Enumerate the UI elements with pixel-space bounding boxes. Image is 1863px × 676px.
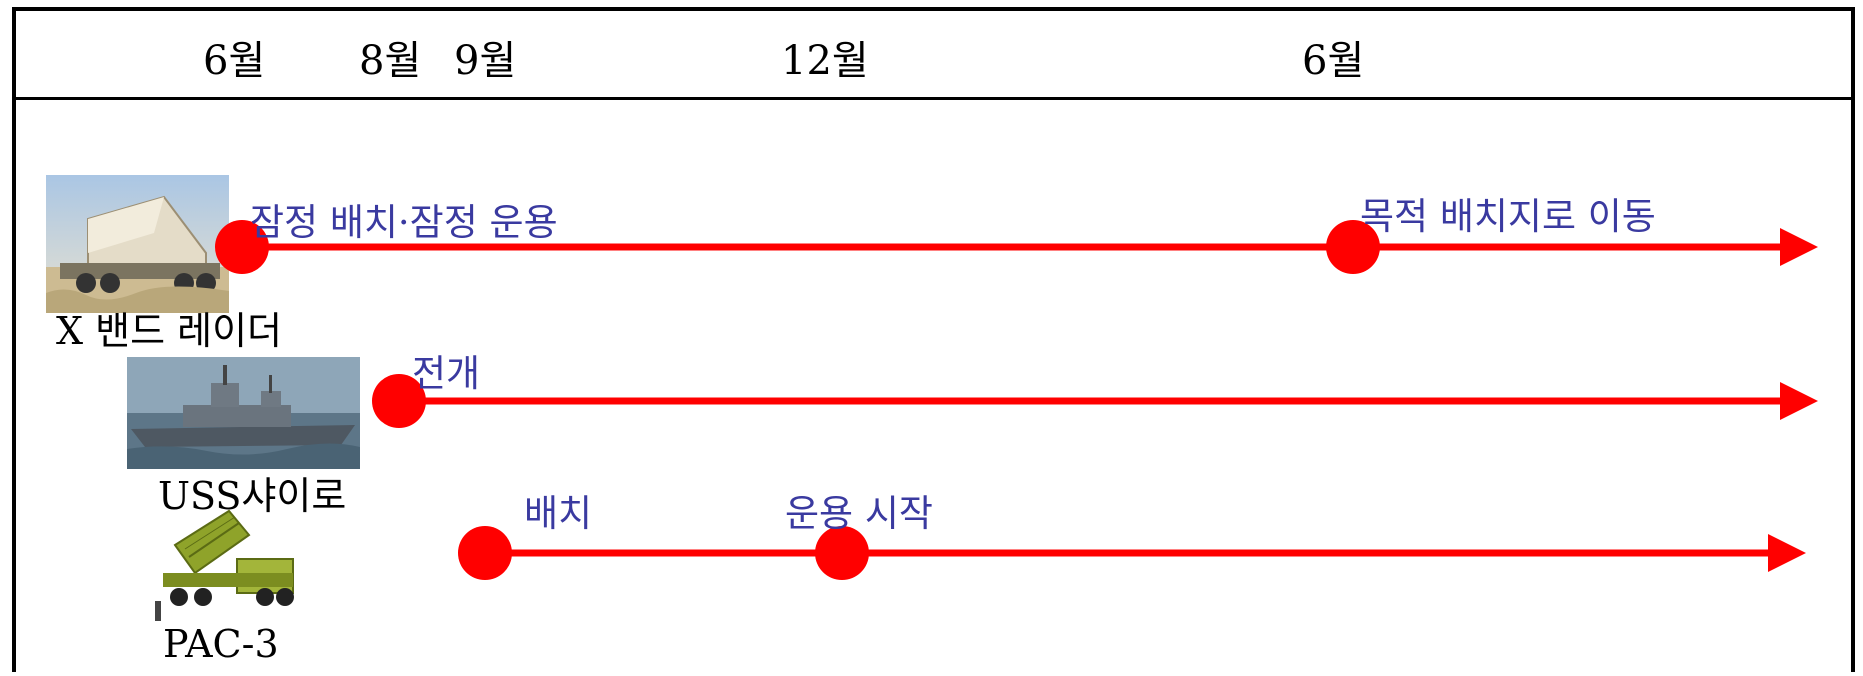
event-dot bbox=[215, 220, 269, 274]
uss-shiloh-image bbox=[127, 357, 360, 469]
asset-label-uss-shiloh: USS샤이로 bbox=[158, 474, 347, 518]
month-label: 6월 bbox=[1302, 38, 1365, 84]
event-dot bbox=[372, 374, 426, 428]
month-label: 6월 bbox=[203, 38, 266, 84]
event-dot bbox=[1326, 220, 1380, 274]
event-label: 잠정 배치·잠정 운용 bbox=[250, 201, 558, 244]
month-label: 9월 bbox=[454, 38, 517, 84]
event-label: 전개 bbox=[412, 352, 481, 395]
timeline-frame: 6월 8월 9월 12월 6월 bbox=[12, 7, 1855, 672]
event-dot bbox=[815, 526, 869, 580]
pac-3-timeline bbox=[458, 526, 1806, 580]
event-label: 목적 배치지로 이동 bbox=[1360, 195, 1656, 238]
arrowhead-icon bbox=[1768, 534, 1806, 572]
arrowhead-icon bbox=[1780, 382, 1818, 420]
x-band-radar-image bbox=[46, 175, 229, 313]
month-label: 12월 bbox=[781, 38, 869, 84]
event-label: 운용 시작 bbox=[785, 492, 933, 535]
asset-label-x-band-radar: X 밴드 레이더 bbox=[56, 309, 283, 353]
x-band-radar-timeline bbox=[215, 220, 1818, 274]
pac-3-image bbox=[145, 505, 303, 625]
month-header: 6월 8월 9월 12월 6월 bbox=[16, 11, 1851, 100]
arrowhead-icon bbox=[1780, 228, 1818, 266]
event-label: 배치 bbox=[524, 492, 593, 535]
asset-label-pac-3: PAC-3 bbox=[163, 622, 279, 666]
event-dot bbox=[458, 526, 512, 580]
uss-shiloh-timeline bbox=[372, 374, 1818, 428]
month-label: 8월 bbox=[359, 38, 422, 84]
